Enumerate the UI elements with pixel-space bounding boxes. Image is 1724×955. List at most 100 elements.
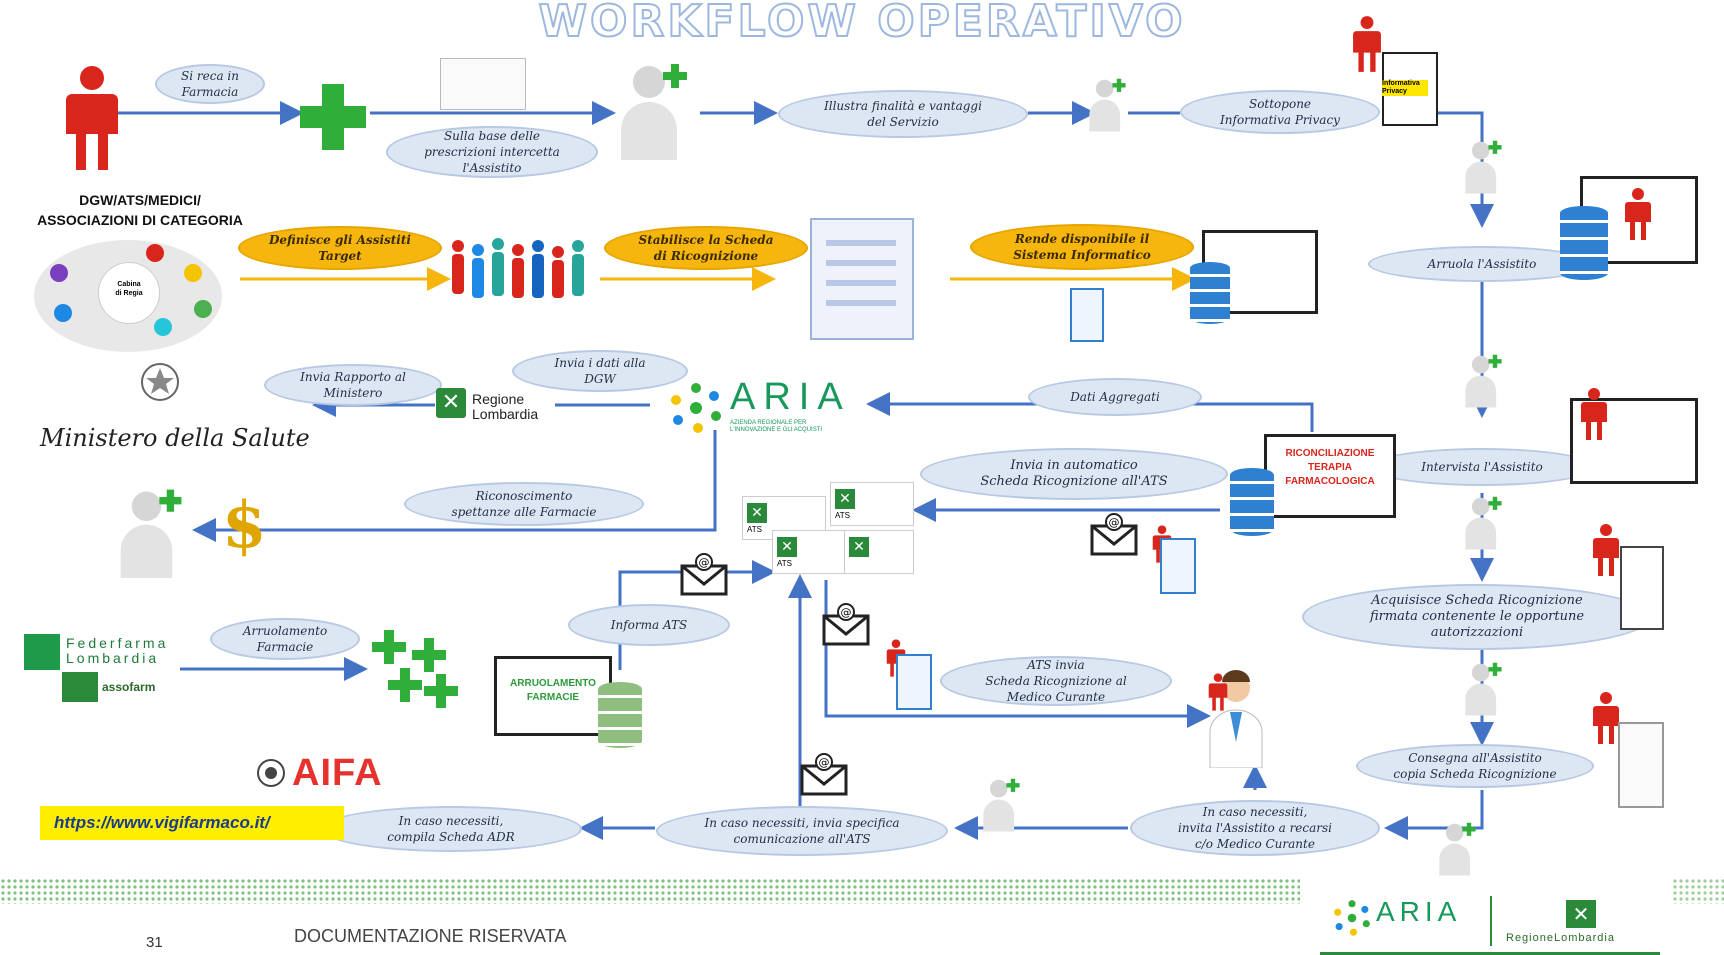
arruola-database-icon	[1560, 206, 1608, 280]
step-consegna-copia: Consegna all'Assistito copia Scheda Rico…	[1356, 744, 1594, 788]
arruola-person-icon	[1625, 188, 1651, 240]
citizen-person-icon	[66, 66, 118, 170]
step-arruolamento-farmacie: Arruolamento Farmacie	[210, 618, 360, 660]
intervista-person-icon	[1581, 388, 1607, 440]
step-arruola-assistito: Arruola l'Assistito	[1368, 246, 1596, 282]
system-database-icon	[1190, 262, 1230, 324]
pharmacist-icon-7	[1439, 822, 1476, 876]
email-icon-1: @	[680, 553, 728, 596]
pharmacist-icon-3	[1465, 140, 1502, 194]
clipboard-icon	[1070, 288, 1104, 342]
assofarm-logo-icon	[62, 672, 98, 702]
svg-text:@: @	[841, 606, 852, 619]
pharmacist-icon	[621, 64, 687, 160]
riconciliazione-monitor: RICONCILIAZIONE TERAPIA FARMACOLOGICA	[1264, 434, 1396, 518]
ats-doc-4: ✕	[844, 530, 914, 574]
footer-aria-logo-icon	[1334, 900, 1370, 936]
riconciliazione-label: RICONCILIAZIONE TERAPIA FARMACOLOGICA	[1285, 448, 1375, 487]
step-compila-adr: In caso necessiti, compila Scheda ADR	[320, 806, 582, 852]
step-invia-automatico-ats: Invia in automatico Scheda Ricognizione …	[920, 448, 1228, 500]
aria-subtitle: AZIENDA REGIONALE PER L'INNOVAZIONE E GL…	[730, 420, 823, 433]
doctor-icon	[1209, 670, 1263, 768]
footer-dot-strip-right	[1672, 878, 1724, 904]
step-illustra-finalita: Illustra finalità e vantaggi del Servizi…	[778, 90, 1028, 138]
step-invia-rapporto-ministero: Invia Rapporto al Ministero	[264, 364, 442, 406]
pharmacist-payment-icon	[120, 489, 182, 578]
svg-text:@: @	[819, 756, 830, 769]
svg-text:@: @	[699, 556, 710, 569]
footer-dot-strip	[0, 878, 1300, 904]
email-icon-2: @	[1090, 513, 1138, 556]
target-people-group-icon	[452, 238, 584, 298]
privacy-person-icon	[1353, 16, 1381, 72]
aria-logo-icon	[671, 383, 721, 433]
pharmacy-cross-icon	[300, 84, 366, 150]
federfarma-logo-icon	[24, 634, 60, 670]
footer-regione-label: RegioneLombardia	[1506, 932, 1615, 944]
pharmacist-icon-8	[983, 778, 1020, 832]
consegna-person-icon	[1593, 692, 1619, 744]
arruolamento-label: ARRUOLAMENTO FARMACIE	[510, 678, 596, 703]
step-ats-invia-medico: ATS invia Scheda Ricognizione al Medico …	[940, 656, 1172, 706]
pharmacist-icon-2	[1089, 78, 1126, 132]
privacy-label: Informativa Privacy	[1382, 80, 1428, 96]
footer-divider	[1490, 896, 1492, 946]
footer-underline	[1320, 952, 1660, 955]
republic-emblem-icon	[141, 363, 179, 401]
pharmacies-group-icon	[372, 630, 458, 708]
page-title: WORKFLOW OPERATIVO	[538, 0, 1186, 47]
step-riconoscimento-spettanze: Riconoscimento spettanze alle Farmacie	[404, 482, 644, 526]
cabina-label: Cabina di Regia	[115, 281, 143, 297]
arrow-right-column-4	[1384, 790, 1484, 840]
arrow-aria-to-farmacie-payment	[192, 430, 717, 542]
arruolamento-database-icon	[598, 682, 642, 748]
aria-title: ARIA	[730, 376, 851, 418]
footer-confidential: DOCUMENTAZIONE RISERVATA	[294, 926, 567, 946]
step-rende-disponibile: Rende disponibile il Sistema Informatico	[970, 224, 1194, 270]
ats-doc-2: ✕ ATS	[830, 482, 914, 526]
medico-clipboard-icon	[896, 654, 932, 710]
arruolamento-monitor: ARRUOLAMENTO FARMACIE	[494, 656, 612, 736]
step-intercetta-assistito: Sulla base delle prescrizioni intercetta…	[386, 126, 598, 178]
pharmacist-icon-4	[1465, 354, 1502, 408]
regione-label: Regione Lombardia	[472, 391, 539, 422]
pharmacist-icon-5	[1465, 496, 1502, 550]
patient-person-icon	[1208, 673, 1228, 711]
signed-form-icon	[1620, 546, 1664, 630]
dollar-icon: $	[222, 488, 267, 563]
vigifarmaco-link[interactable]: https://www.vigifarmaco.it/	[54, 813, 270, 832]
regione-logo-icon: ✕	[436, 388, 466, 418]
email-icon-4: @	[800, 753, 848, 796]
email-icon-3: @	[822, 603, 870, 646]
ministero-label: Ministero della Salute	[40, 424, 310, 452]
aifa-emblem-icon	[257, 759, 285, 787]
step-sottopone-privacy: Sottopone Informativa Privacy	[1180, 90, 1380, 134]
step-invia-dati-dgw: Invia i dati alla DGW	[512, 350, 688, 392]
step-invita-medico: In caso necessiti, invita l'Assistito a …	[1130, 800, 1380, 856]
page-number: 31	[146, 934, 163, 951]
svg-text:@: @	[1109, 516, 1120, 529]
aifa-label: AIFA	[292, 752, 383, 794]
copy-form-icon	[1618, 722, 1664, 808]
acquisisce-person-icon	[1593, 524, 1619, 576]
federfarma-label: Federfarma Lombardia	[66, 635, 169, 666]
step-stabilisce-scheda: Stabilisce la Scheda di Ricognizione	[604, 226, 808, 270]
footer-aria-label: ARIA	[1376, 896, 1462, 927]
step-acquisisce-scheda: Acquisisce Scheda Ricognizione firmata c…	[1302, 584, 1652, 650]
step-informa-ats: Informa ATS	[568, 604, 730, 646]
vigifarmaco-link-box[interactable]: https://www.vigifarmaco.it/	[40, 806, 344, 840]
step-dati-aggregati: Dati Aggregati	[1028, 378, 1202, 416]
arrow-system-to-aria	[866, 392, 1314, 432]
assofarm-label: assofarm	[102, 680, 156, 694]
footer-regione-logo-icon: ✕	[1566, 900, 1596, 928]
checklist-illustration-icon	[810, 218, 914, 340]
riconciliazione-database-icon	[1230, 468, 1274, 536]
prescription-document-icon	[440, 58, 526, 110]
dgw-label: DGW/ATS/MEDICI/ ASSOCIAZIONI DI CATEGORI…	[37, 192, 243, 228]
pharmacist-icon-6	[1465, 662, 1502, 716]
step-intervista-assistito: Intervista l'Assistito	[1368, 448, 1596, 486]
cabina-di-regia-table: Cabina di Regia	[34, 240, 222, 352]
step-definisce-target: Definisce gli Assistiti Target	[238, 226, 442, 270]
ats-clipboard-icon	[1160, 538, 1196, 594]
step-invia-comunicazione-ats: In caso necessiti, invia specifica comun…	[656, 806, 948, 856]
